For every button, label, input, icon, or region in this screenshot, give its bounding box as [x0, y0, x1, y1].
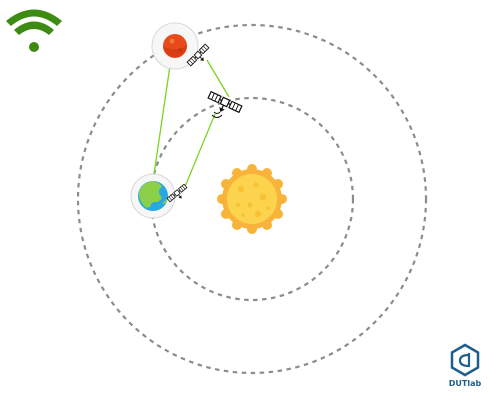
- wifi-dot: [29, 42, 39, 52]
- wifi-icon: [6, 9, 62, 52]
- wifi-arc-outer: [6, 9, 62, 26]
- satellite-icon-relay: [204, 91, 243, 120]
- link-mars-earth: [152, 51, 173, 182]
- earth-land: [139, 181, 162, 208]
- link-relay-earth-satellite: [183, 113, 216, 190]
- logo-text: DUTlab: [449, 379, 482, 388]
- earth-icon: [130, 173, 176, 219]
- communication-links: [152, 49, 230, 198]
- relay-signal-waves: [211, 111, 223, 118]
- logo-mark: [458, 353, 471, 368]
- mars-icon: [151, 22, 199, 70]
- dutlab-logo-icon: DUTlab: [449, 343, 482, 388]
- mars-surface: [163, 44, 188, 58]
- sun-spots: [235, 182, 270, 218]
- logo-hexagon: [450, 343, 480, 377]
- outer-orbit: [76, 23, 428, 375]
- wifi-arc-middle: [14, 21, 54, 35]
- sun-core: [227, 174, 277, 224]
- link-mars-relay: [206, 59, 230, 98]
- sun-icon: [217, 164, 287, 234]
